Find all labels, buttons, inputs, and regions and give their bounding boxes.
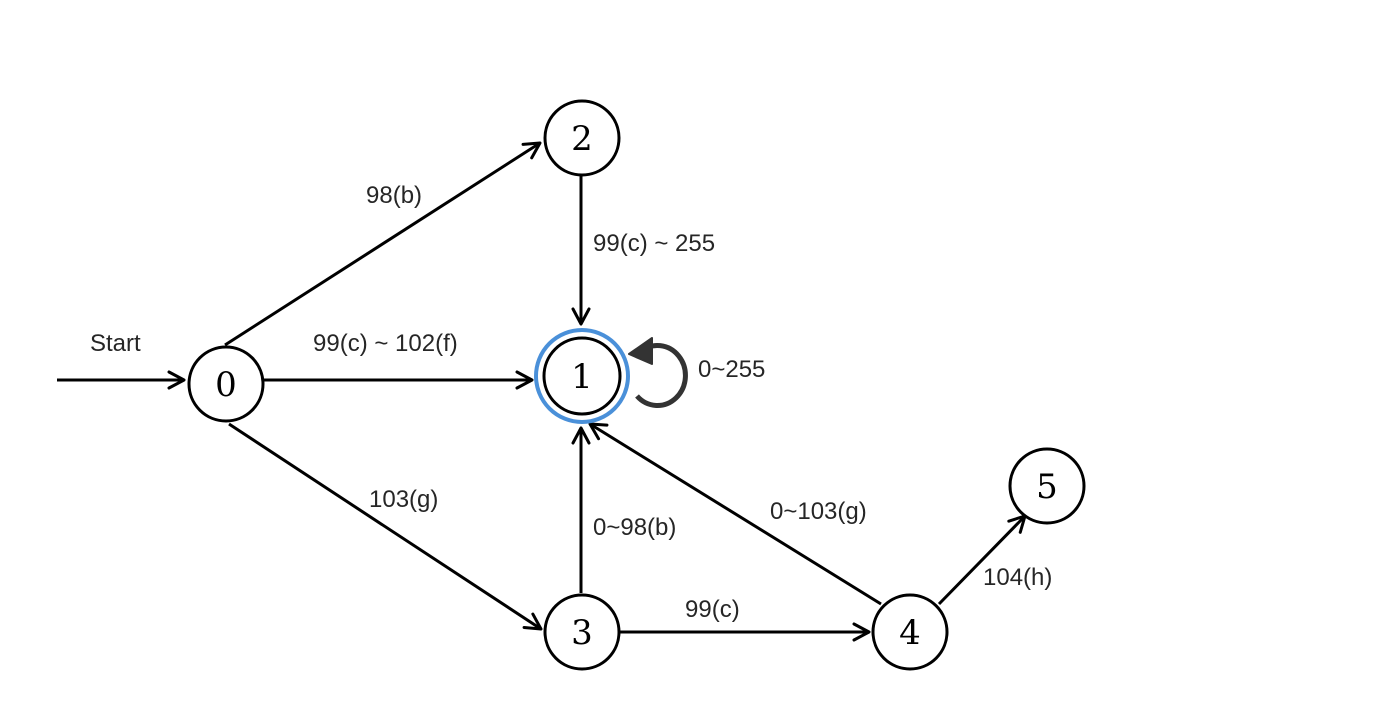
start-label: Start bbox=[90, 330, 141, 357]
edge-label-0-2: 98(b) bbox=[366, 182, 422, 209]
edge-label-0-1: 99(c) ~ 102(f) bbox=[313, 330, 458, 357]
state-1-circle bbox=[542, 336, 622, 416]
edge-label-4-5: 104(h) bbox=[983, 564, 1052, 591]
self-loop-1 bbox=[635, 343, 688, 408]
edge-0-3 bbox=[228, 422, 543, 631]
state-0: 0 bbox=[187, 345, 265, 423]
state-5-circle bbox=[1008, 447, 1086, 525]
state-5: 5 bbox=[1008, 447, 1086, 525]
state-2-circle bbox=[543, 99, 621, 177]
state-1: 1 bbox=[534, 328, 630, 424]
state-0-circle bbox=[187, 345, 265, 423]
state-4-circle bbox=[871, 593, 949, 671]
state-5-label: 5 bbox=[1036, 467, 1058, 507]
edge-4-1 bbox=[588, 422, 882, 606]
edge-label-3-4: 99(c) bbox=[685, 596, 740, 623]
state-2: 2 bbox=[543, 99, 621, 177]
edge-label-4-1: 0~103(g) bbox=[770, 498, 867, 525]
edge-label-0-3: 103(g) bbox=[369, 486, 438, 513]
edge-4-5 bbox=[937, 514, 1027, 606]
edge-0-2 bbox=[224, 141, 542, 347]
state-3-label: 3 bbox=[571, 613, 593, 653]
state-4: 4 bbox=[871, 593, 949, 671]
self-loop-arrowhead bbox=[628, 337, 653, 365]
state-1-label: 1 bbox=[571, 357, 593, 397]
state-3-circle bbox=[543, 593, 621, 671]
edge-label-3-1: 0~98(b) bbox=[593, 514, 676, 541]
state-4-label: 4 bbox=[899, 613, 921, 653]
edge-label-1-1: 0~255 bbox=[698, 356, 765, 383]
state-3: 3 bbox=[543, 593, 621, 671]
state-2-label: 2 bbox=[571, 119, 593, 159]
edge-label-2-1: 99(c) ~ 255 bbox=[593, 230, 715, 257]
state-0-label: 0 bbox=[215, 365, 237, 405]
